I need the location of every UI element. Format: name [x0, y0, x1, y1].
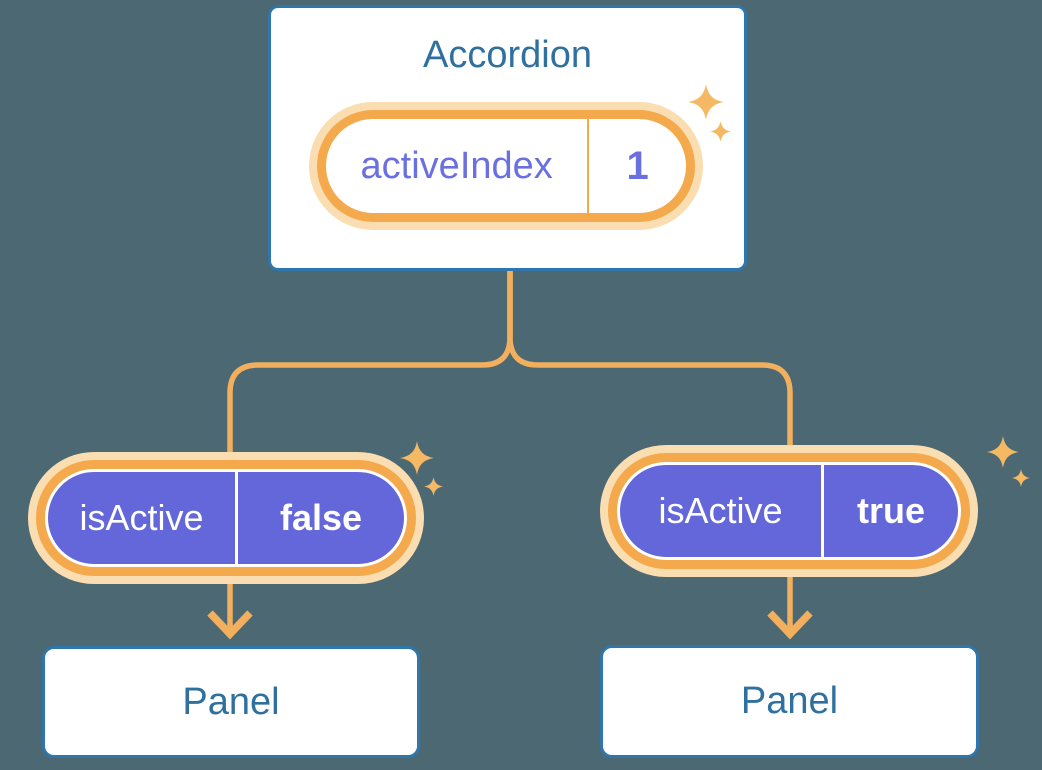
prop-pill-left-body: isActive false	[45, 469, 407, 567]
state-pill: activeIndex 1	[309, 102, 703, 230]
panel-card-right: Panel	[600, 645, 979, 758]
state-pill-body: activeIndex 1	[326, 119, 686, 213]
prop-name-label: isActive	[658, 490, 783, 531]
prop-name-label: isActive	[79, 497, 204, 538]
sparkle-icon-right-pill	[987, 436, 1030, 487]
panel-label: Panel	[182, 680, 280, 723]
state-pill-divider	[587, 119, 590, 213]
state-value-label: 1	[626, 143, 649, 188]
panel-label: Panel	[740, 680, 839, 722]
prop-pill-left-ring: isActive false	[36, 460, 416, 576]
state-pill-ring: activeIndex 1	[317, 110, 695, 222]
arrow-down-icon-left	[207, 610, 253, 640]
sparkle-icon-left-pill	[400, 441, 443, 496]
prop-pill-divider	[821, 465, 824, 557]
prop-pill-divider	[235, 472, 239, 564]
state-name-label: activeIndex	[360, 144, 553, 187]
prop-pill-left: isActive false	[28, 452, 424, 584]
panel-card-left: Panel	[42, 646, 420, 758]
prop-value-label: true	[856, 490, 925, 531]
connector-left-branch	[227, 271, 513, 631]
accordion-title: Accordion	[423, 34, 592, 76]
prop-pill-right-body: isActive true	[617, 462, 961, 560]
prop-pill-right-ring: isActive true	[608, 453, 970, 569]
arrow-down-icon-right	[767, 610, 813, 640]
prop-pill-right: isActive true	[600, 445, 978, 577]
prop-value-label: false	[280, 497, 363, 538]
connector-right-branch	[507, 271, 793, 631]
sparkle-icon-accordion	[688, 84, 731, 142]
